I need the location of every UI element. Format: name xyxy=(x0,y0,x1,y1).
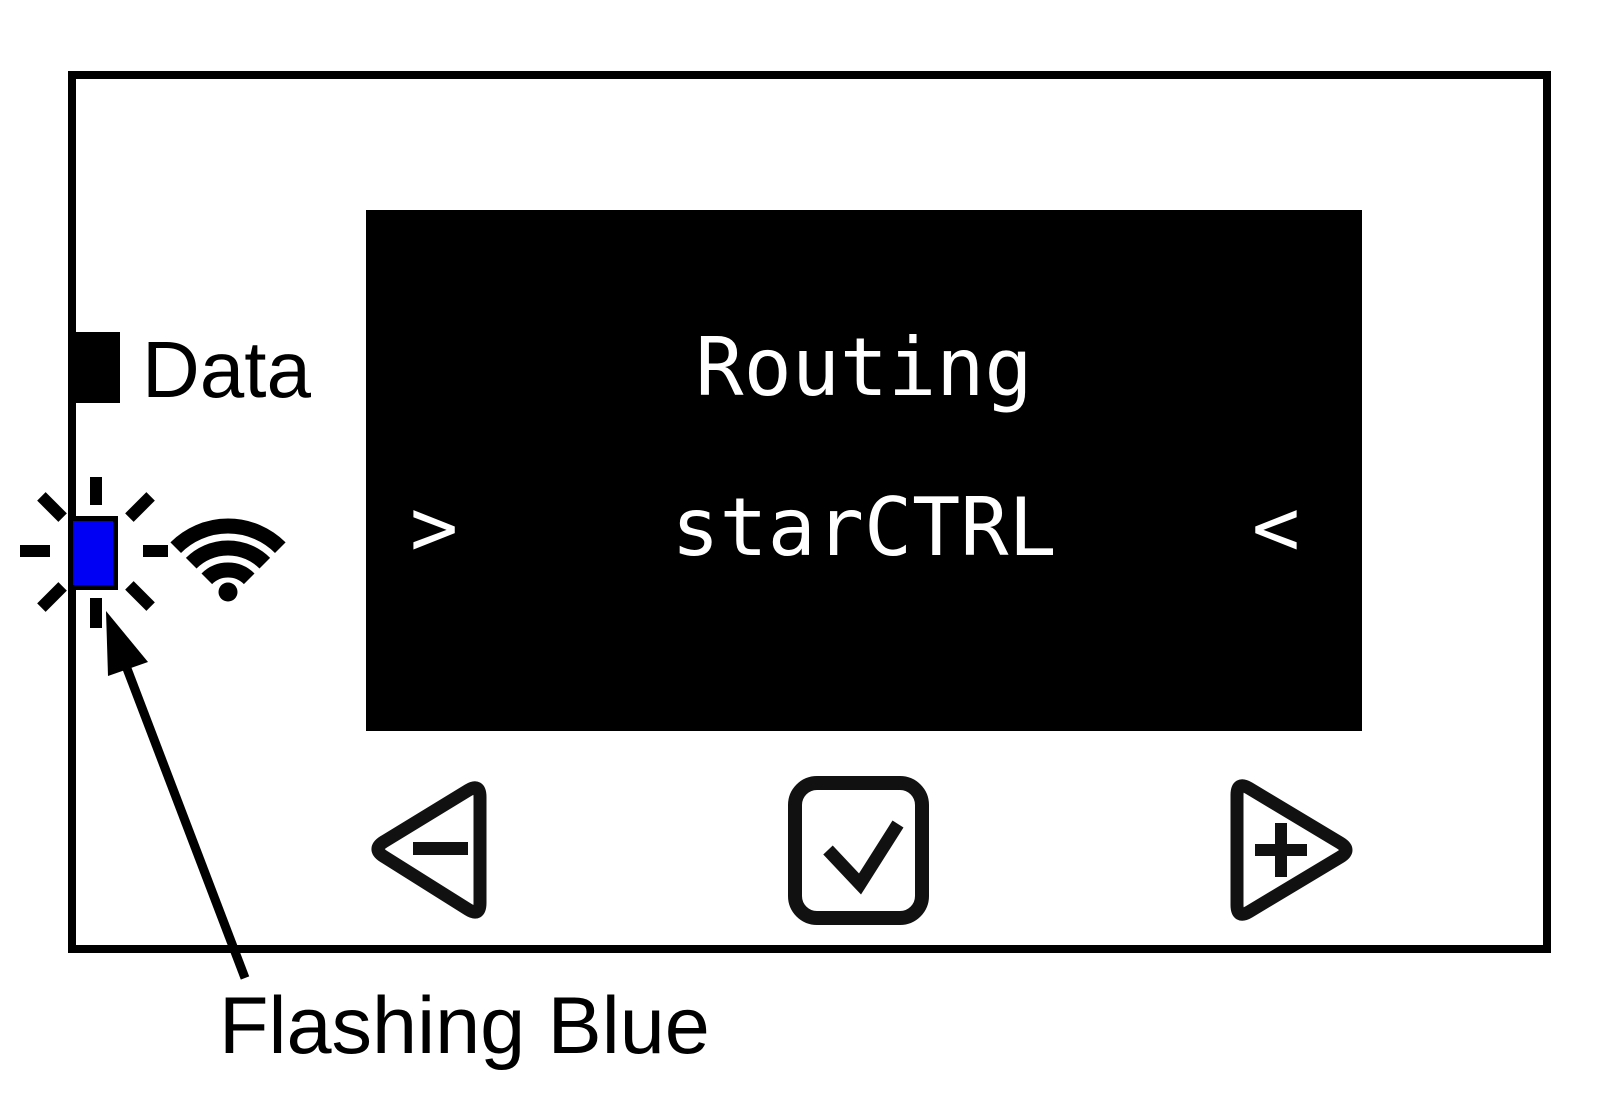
flash-ray-icon xyxy=(90,598,102,628)
triangle-left-minus-icon xyxy=(371,781,487,919)
checkbox-check-icon xyxy=(788,776,929,925)
lcd-cursor-left: > xyxy=(410,481,459,574)
flash-ray-icon xyxy=(90,477,102,505)
wifi-icon xyxy=(170,518,286,602)
data-led-label: Data xyxy=(142,325,311,414)
data-led xyxy=(70,332,120,403)
triangle-right-plus-icon xyxy=(1230,779,1353,921)
flash-ray-icon xyxy=(20,545,50,557)
annotation-label: Flashing Blue xyxy=(219,981,710,1071)
flash-ray-icon xyxy=(37,492,67,522)
lcd-line-2: starCTRL xyxy=(671,481,1057,574)
confirm-button[interactable] xyxy=(788,776,933,926)
lcd-display: Routing > starCTRL < xyxy=(366,210,1362,731)
flash-ray-icon xyxy=(143,545,168,557)
plus-button[interactable] xyxy=(1228,770,1363,930)
lcd-cursor-right: < xyxy=(1251,481,1300,574)
minus-button[interactable] xyxy=(360,770,500,930)
flash-ray-icon xyxy=(37,582,67,612)
lcd-line-1: Routing xyxy=(695,321,1033,414)
wifi-led xyxy=(68,516,118,590)
